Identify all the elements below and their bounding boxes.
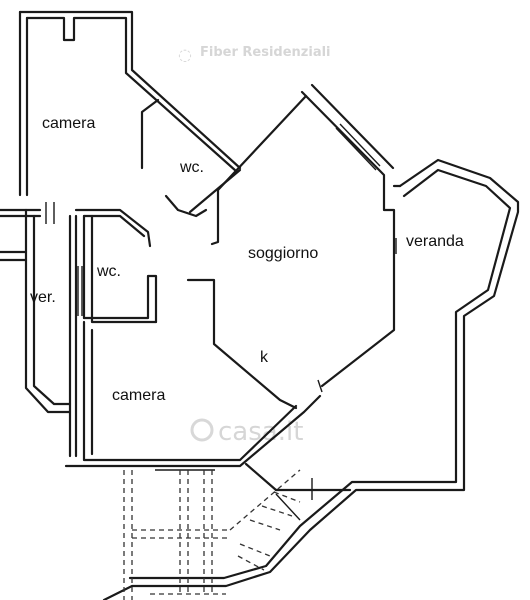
center-watermark: casa.it	[190, 417, 303, 447]
room-label-camera-top: camera	[42, 115, 95, 132]
stairs	[123, 469, 301, 600]
room-label-wc-left: wc.	[96, 263, 121, 280]
room-labels: camera wc. soggiorno veranda wc. ver. k …	[30, 115, 464, 404]
room-label-camera-bottom: camera	[112, 387, 165, 404]
openings	[45, 123, 397, 500]
walls	[0, 10, 520, 600]
center-watermark-text: casa.it	[218, 417, 303, 447]
room-label-ver: ver.	[30, 289, 56, 306]
watermark-logo-icon: ◌	[178, 45, 192, 64]
house-watermark-icon	[190, 418, 214, 442]
room-label-veranda: veranda	[406, 233, 464, 250]
room-label-wc-top: wc.	[179, 159, 204, 176]
room-label-soggiorno: soggiorno	[248, 245, 318, 262]
room-label-k: k	[260, 349, 269, 366]
top-watermark-text: Fiber Residenziali	[200, 45, 331, 60]
top-watermark: ◌ Fiber Residenziali	[178, 45, 331, 64]
